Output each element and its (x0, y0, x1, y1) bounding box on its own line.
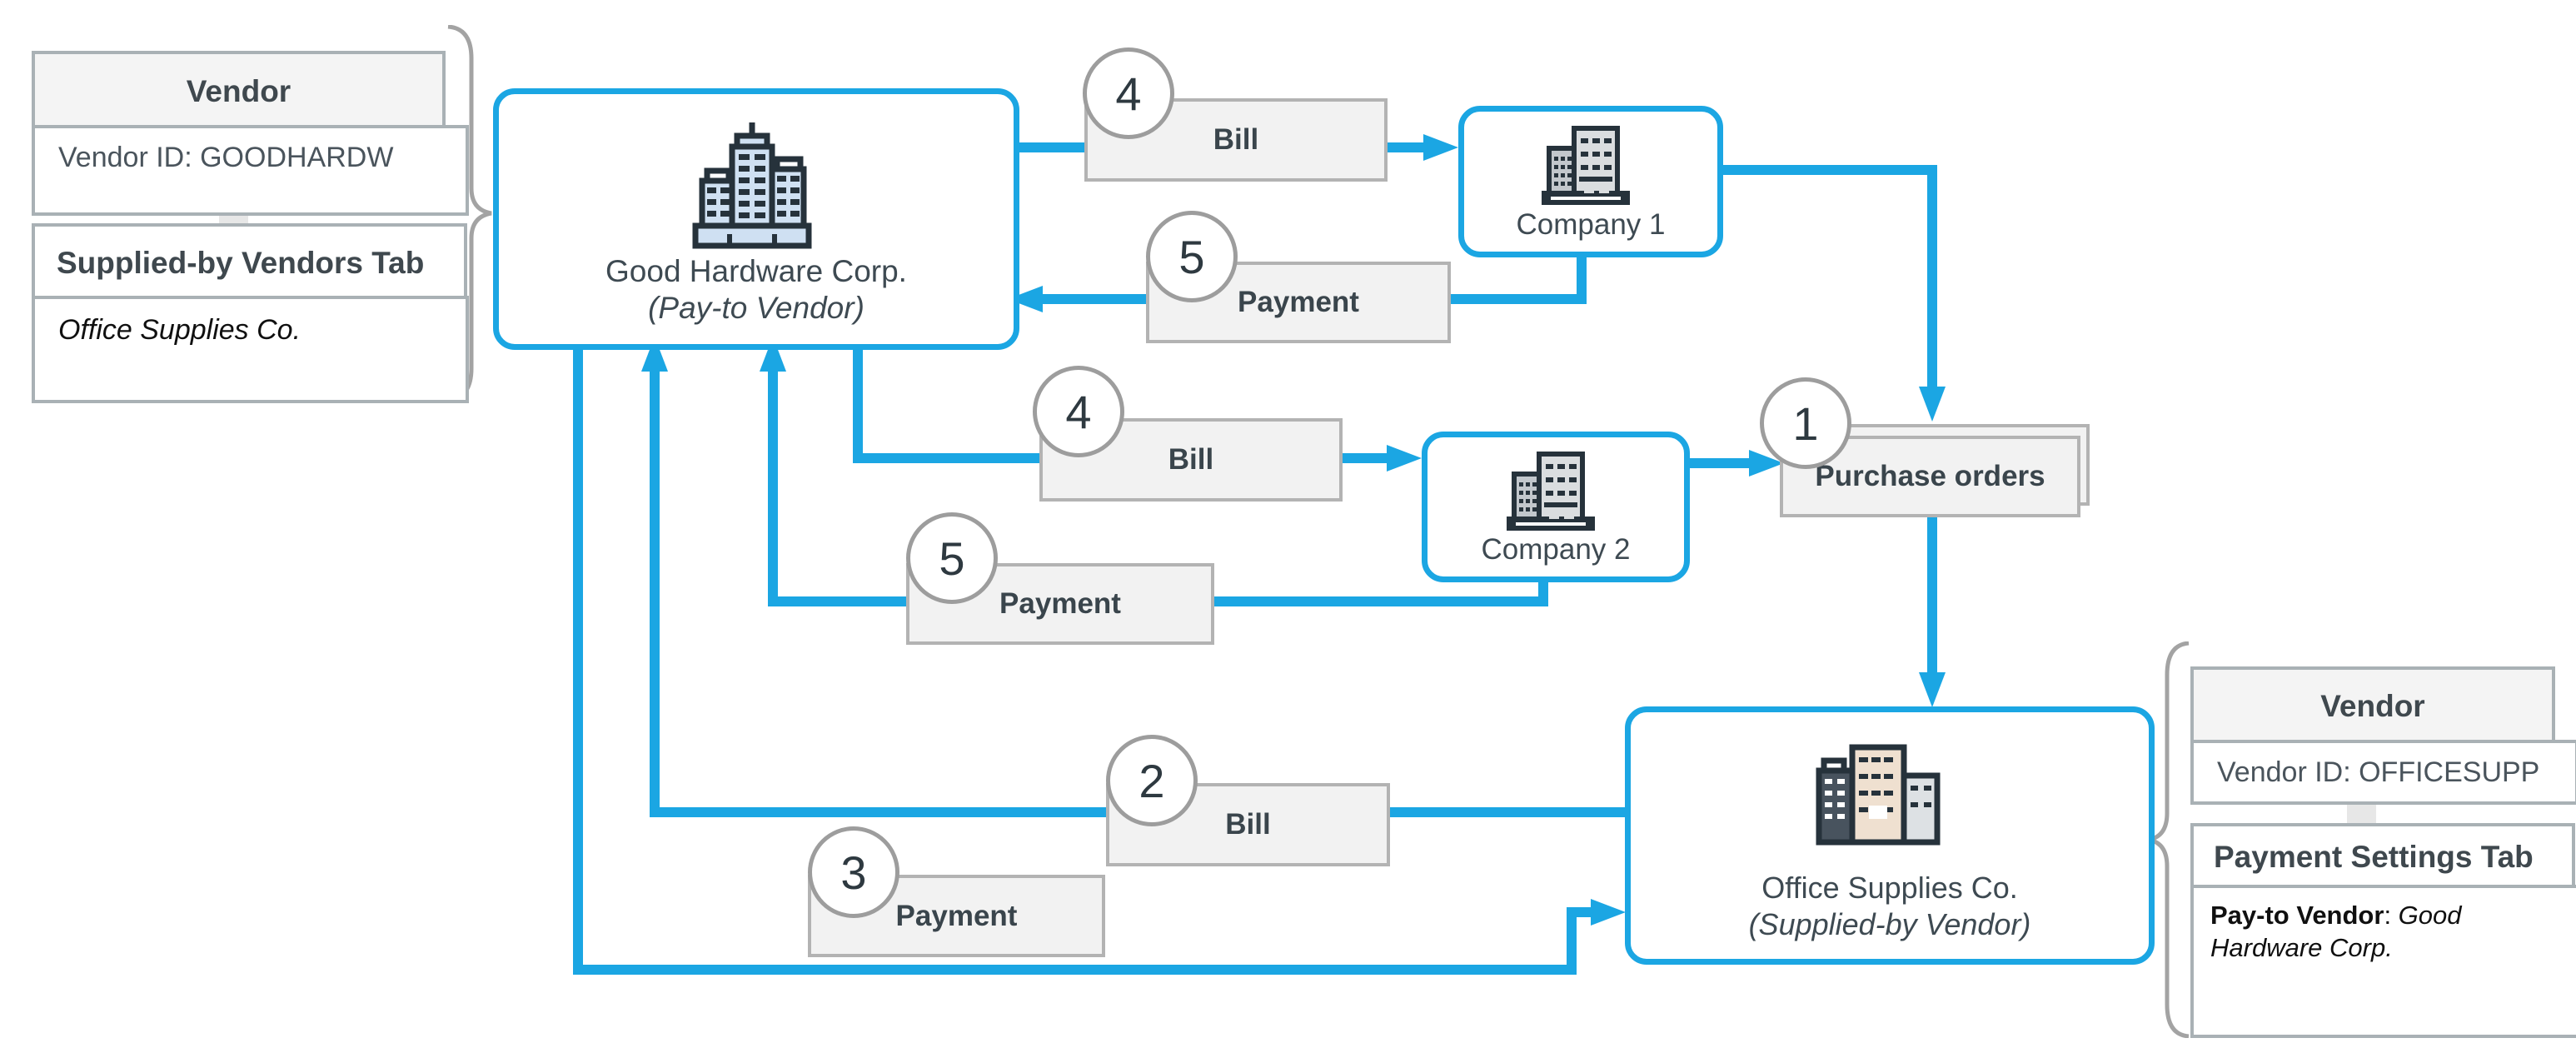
left-panel-tab-header: Supplied-by Vendors Tab (32, 223, 467, 302)
good-hardware-subtitle: (Pay-to Vendor) (648, 291, 864, 325)
vendor-header-label: Vendor (186, 73, 291, 108)
purchase-orders-label: Purchase orders (1815, 460, 2045, 492)
left-panel-tab-value-row: Office Supplies Co. (32, 296, 469, 403)
flow-line-payment3-h1 (573, 965, 1577, 975)
step-badge-4-company1: 4 (1083, 47, 1174, 139)
flow-line-payment3-v2 (1567, 907, 1577, 975)
building-icon-office-supplies (1816, 744, 1941, 846)
payment-label-box-os: Payment (808, 875, 1105, 957)
bill-label: Bill (1225, 808, 1271, 841)
vendor-header-label: Vendor (2320, 689, 2425, 723)
right-panel-pay-to-row: Pay-to Vendor: Good Hardware Corp. (2190, 885, 2576, 1038)
office-supplies-subtitle: (Supplied-by Vendor) (1748, 907, 2031, 941)
good-hardware-node: Good Hardware Corp. (Pay-to Vendor) (493, 88, 1019, 350)
step-badge-3-os: 3 (808, 826, 899, 918)
payment-settings-tab-label: Payment Settings Tab (2214, 840, 2534, 874)
pay-to-vendor-value: Good Hardware Corp. (2210, 901, 2462, 962)
badge-number: 4 (1115, 67, 1142, 120)
arrowhead-into-company2-icon (1387, 445, 1422, 472)
building-icon-company1 (1542, 126, 1630, 205)
company2-label: Company 2 (1481, 533, 1631, 566)
vendor-id-value: Vendor ID: GOODHARDW (58, 142, 394, 173)
office-supplies-title: Office Supplies Co. (1761, 871, 2018, 905)
vendor-id-value: Vendor ID: OFFICESUPP (2217, 756, 2540, 788)
left-panel-vendor-header: Vendor (32, 51, 446, 132)
payment-label: Payment (895, 899, 1018, 932)
office-supplies-node: Office Supplies Co. (Supplied-by Vendor) (1625, 706, 2155, 965)
arrowhead-into-os-top-icon (1919, 672, 1946, 707)
flow-line-c1-po-v (1927, 165, 1937, 388)
step-badge-1-purchase-orders: 1 (1760, 377, 1851, 469)
badge-number: 1 (1792, 397, 1819, 450)
good-hardware-title: Good Hardware Corp. (605, 254, 907, 288)
badge-number: 5 (939, 531, 965, 585)
step-badge-5-company2: 5 (906, 512, 998, 604)
company1-node: Company 1 (1458, 106, 1723, 257)
arrowhead-into-po-top-icon (1919, 387, 1946, 422)
pay-to-separator: : (2384, 901, 2399, 930)
flow-line-payment3-v1 (573, 333, 583, 975)
flow-line-bill3-v (650, 370, 660, 817)
flow-line-payment3-h2 (1567, 907, 1593, 917)
step-badge-5-company1: 5 (1146, 211, 1238, 302)
left-panel-vendor-id-row: Vendor ID: GOODHARDW (32, 125, 469, 216)
badge-number: 5 (1178, 230, 1205, 283)
payment-label: Payment (999, 587, 1121, 620)
right-panel-vendor-id-row: Vendor ID: OFFICESUPP (2190, 740, 2576, 805)
badge-number: 3 (840, 846, 867, 899)
badge-number: 2 (1139, 754, 1165, 807)
flow-line-payment2-v2 (768, 370, 778, 606)
bill-label: Bill (1168, 443, 1214, 476)
step-badge-2-os: 2 (1106, 735, 1198, 826)
flow-line-po-os-v (1927, 511, 1937, 674)
right-panel-vendor-header: Vendor (2190, 666, 2555, 746)
arrowhead-into-company1-icon (1423, 134, 1458, 161)
flow-line-c1-po-h (1712, 165, 1937, 175)
step-badge-4-company2: 4 (1033, 366, 1124, 457)
payment-label: Payment (1238, 286, 1359, 318)
supplied-by-vendors-tab-label: Supplied-by Vendors Tab (57, 245, 425, 280)
flow-line-payment1-v (1577, 245, 1587, 304)
badge-number: 4 (1065, 385, 1092, 438)
supplied-by-vendor-value: Office Supplies Co. (58, 314, 301, 346)
right-panel-tab-header: Payment Settings Tab (2190, 823, 2575, 891)
flow-line-bill2-v (853, 333, 863, 463)
bill-label: Bill (1213, 123, 1259, 156)
arrowhead-into-os-left-icon (1591, 899, 1626, 926)
flow-line-c2-po-h (1678, 458, 1752, 468)
building-icon-good-hardware (692, 122, 812, 249)
company1-label: Company 1 (1516, 208, 1666, 241)
pay-to-vendor-label: Pay-to Vendor (2210, 901, 2384, 930)
left-brace-icon (447, 25, 492, 402)
building-icon-company2 (1507, 452, 1595, 531)
company2-node: Company 2 (1422, 432, 1690, 582)
